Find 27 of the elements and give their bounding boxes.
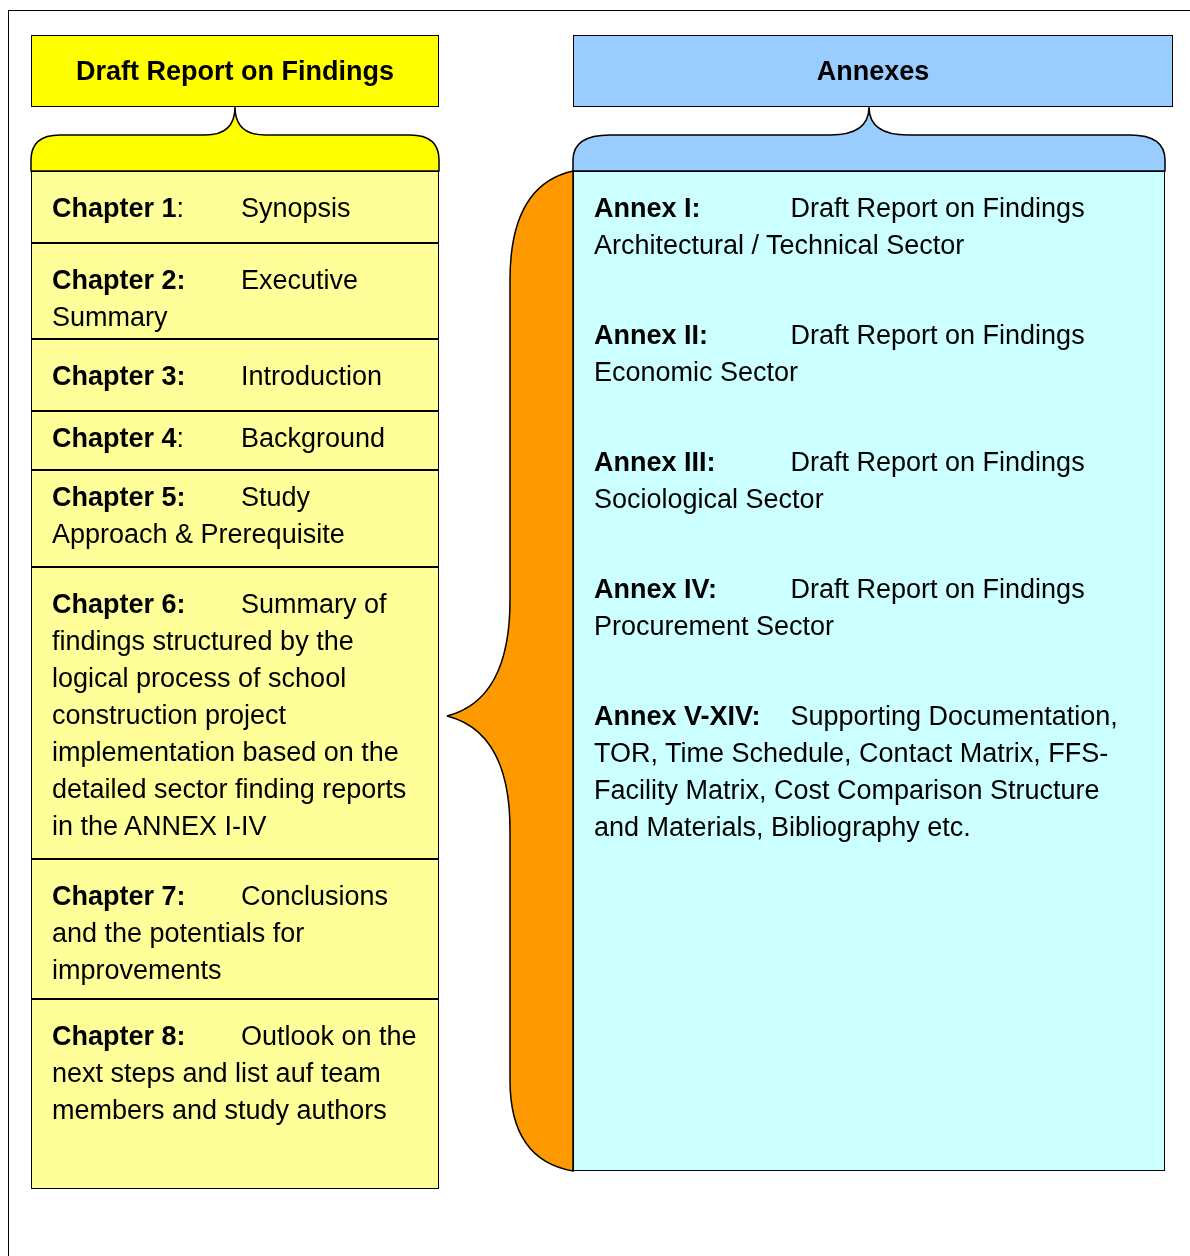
chapter-box: [31, 567, 439, 859]
curly-brace: [30, 106, 440, 172]
annex-panel: [573, 171, 1165, 1171]
chapter-entry: Chapter 1: Synopsis: [52, 192, 352, 225]
chapter-box: [31, 243, 439, 339]
chapter-entry: Chapter 8: Outlook on the next steps and list auf team members and study authors: [52, 1020, 418, 1127]
annex-entry: Annex III: Draft Report on Findings Sociological Sector: [594, 446, 1086, 516]
chapter-entry: Chapter 7: Conclusions and the potentials for improvements: [52, 880, 390, 987]
chapter-box: [31, 859, 439, 999]
chapter-entry: Chapter 2: Executive Summary: [52, 264, 360, 334]
annex-entry: Annex I: Draft Report on Findings Architectural / Technical Sector: [594, 192, 1086, 262]
curly-brace: [572, 106, 1166, 172]
chapter-box: [31, 339, 439, 411]
chapter-box: [31, 999, 439, 1189]
chapter-box: [31, 411, 439, 470]
section-header: Draft Report on Findings: [31, 35, 439, 107]
chapter-box: [31, 470, 439, 567]
chapter-entry: Chapter 5: Study Approach & Prerequisite: [52, 481, 346, 551]
section-header: Annexes: [573, 35, 1173, 107]
chapter-entry: Chapter 3: Introduction: [52, 360, 384, 393]
annex-entry: Annex II: Draft Report on Findings Economic Sector: [594, 319, 1086, 389]
annex-entry: Annex IV: Draft Report on Findings Procurement Sector: [594, 573, 1086, 643]
curly-brace: [446, 170, 574, 1172]
chapter-box: [31, 171, 439, 243]
chapter-entry: Chapter 4: Background: [52, 422, 387, 455]
annex-entry: Annex V-XIV: Supporting Documentation, TOR, Time Schedule, Contact Matrix, FFS-Facility Matrix, Cost Comparison Structure and Materials, Bibliography etc.: [594, 700, 1119, 844]
chapter-entry: Chapter 6: Summary of findings structured by the logical process of school construction project implementation based on the detailed sector finding reports in the ANNEX I-IV: [52, 588, 408, 843]
